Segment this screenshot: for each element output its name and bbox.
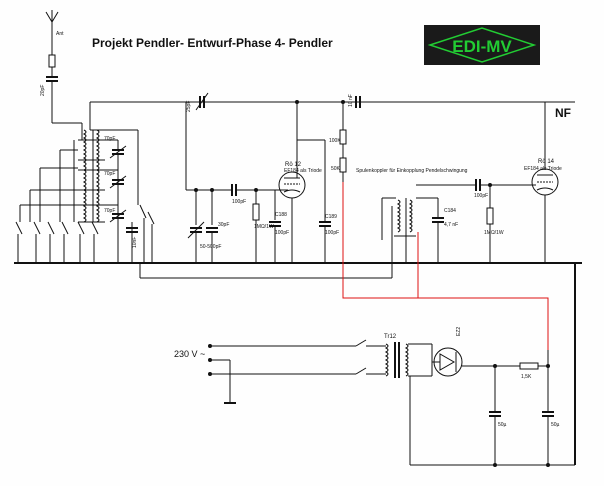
res-50k — [339, 157, 347, 173]
cap-25pf-label: 25pF — [186, 101, 192, 112]
c188-label: C188 — [275, 212, 287, 218]
c189-label: C189 — [325, 214, 337, 220]
rect-label: EZ2 — [456, 327, 462, 336]
c184-label: C184 — [444, 208, 456, 214]
cap-10nf-v-label: 10nF — [132, 237, 138, 248]
cap-70pf-1-label: 70pF — [104, 136, 115, 142]
cap-100pf-1-label: 100pF — [232, 199, 246, 205]
tube2-name: Rö 14 — [538, 159, 555, 165]
tube-roe14 — [531, 168, 559, 196]
antenna-icon — [45, 10, 59, 45]
mains-label: 230 V ~ — [174, 349, 205, 359]
cap-50u-2-label: 50µ — [551, 422, 560, 428]
res-1m-2-label: 1MΩ/1W — [484, 230, 504, 236]
trafo-label: Tr12 — [384, 334, 397, 340]
tube1-name: Rö 12 — [285, 162, 302, 168]
res-100k-label: 100K — [329, 138, 341, 144]
cap-50u-1-label: 50µ — [498, 422, 507, 428]
grid-leak-resistor-2 — [486, 207, 494, 225]
red-wire-coupler — [342, 182, 419, 299]
cap-100pf-3-label: 100pF — [325, 230, 339, 236]
grid-leak-resistor — [252, 203, 260, 221]
res-50k-label: 50K — [331, 166, 341, 172]
coupler-note: Spulenkoppler für Einkopplung Pendelschw… — [356, 168, 468, 174]
nf-output-label: NF — [555, 106, 571, 120]
cap-20pf-label: 20pF — [40, 85, 46, 96]
coupler-coils — [381, 197, 416, 240]
res-1k5-label: 1,5K — [521, 374, 532, 380]
diagram-title: Projekt Pendler- Entwurf-Phase 4- Pendle… — [92, 36, 333, 50]
edi-mv-logo: EDI-MV — [424, 25, 540, 65]
red-wire-supply — [346, 297, 549, 350]
mains-switch — [355, 339, 367, 347]
antenna-label: Ant — [56, 31, 64, 37]
transformer-tr12 — [384, 342, 409, 378]
cap-47nf-label: 4,7 nF — [444, 222, 458, 228]
cap-30pf-label: 30pF — [218, 222, 229, 228]
band-switches — [15, 221, 99, 262]
cap-100pf-4-label: 100pF — [474, 193, 488, 199]
antenna-resistor — [48, 54, 56, 68]
tube2-type: EF184 als Triode — [524, 166, 562, 172]
cap-50-500pf-label: 50-500pF — [200, 244, 221, 250]
cap-10nf-top-label: 10 nF — [348, 94, 354, 107]
cap-70pf-3-label: 70pF — [104, 208, 115, 214]
coil-block — [52, 122, 105, 223]
res-1m-1-label: 1MΩ/1W — [254, 224, 274, 230]
trimmer-caps — [105, 139, 138, 262]
res-100k — [339, 129, 347, 145]
cap-70pf-2-label: 70pF — [104, 171, 115, 177]
res-1k5 — [519, 362, 539, 370]
logo-text: EDI-MV — [452, 37, 512, 56]
cap-100pf-2-label: 100pF — [275, 230, 289, 236]
tube1-type: EF184 als Triode — [284, 168, 322, 174]
tube-roe12 — [278, 171, 306, 199]
